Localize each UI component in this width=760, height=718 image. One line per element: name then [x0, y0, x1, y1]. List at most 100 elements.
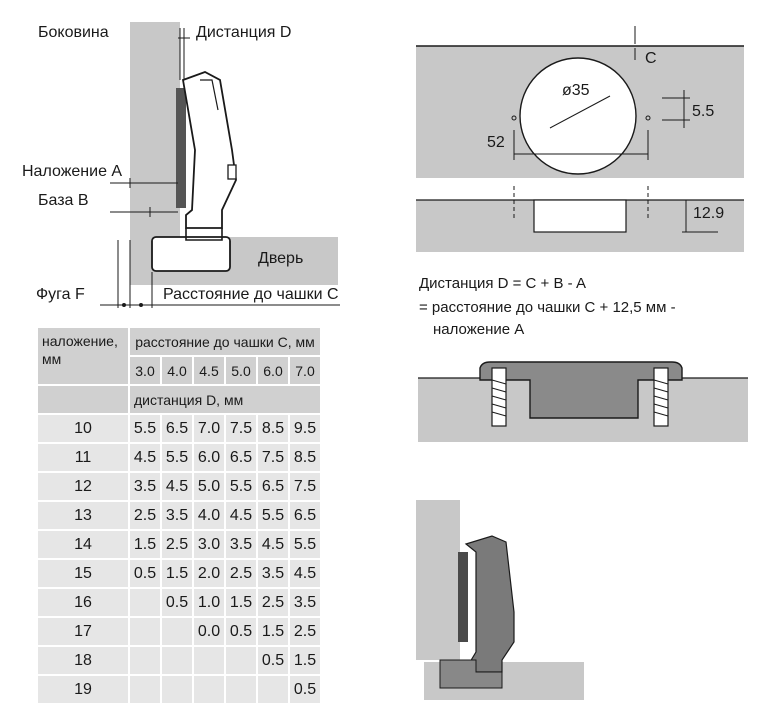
distance-value: 6.0: [194, 444, 224, 471]
overlay-value: 12: [38, 473, 128, 500]
distance-value: 5.5: [162, 444, 192, 471]
distance-value: 1.0: [194, 589, 224, 616]
label-door: Дверь: [258, 250, 304, 267]
distance-value: [194, 647, 224, 674]
distance-value: 6.5: [258, 473, 288, 500]
hinge-section-diagram: [100, 22, 340, 308]
distance-value: 2.5: [162, 531, 192, 558]
distance-value: 2.5: [258, 589, 288, 616]
distance-value: 4.5: [162, 473, 192, 500]
distance-value: 2.5: [226, 560, 256, 587]
distance-value: 6.5: [226, 444, 256, 471]
distance-value: 1.5: [290, 647, 320, 674]
overlay-value: 10: [38, 415, 128, 442]
distance-value: [130, 589, 160, 616]
distance-value: 6.5: [290, 502, 320, 529]
side-panel: [130, 22, 180, 237]
distance-value: 0.5: [290, 676, 320, 703]
screw-left-icon: [491, 367, 507, 427]
cup-body: [479, 361, 683, 419]
overlay-value: 17: [38, 618, 128, 645]
distance-value: [258, 676, 288, 703]
distance-value: 9.5: [290, 415, 320, 442]
distance-value: 3.5: [290, 589, 320, 616]
distance-value: 5.0: [194, 473, 224, 500]
hinge-cup: [151, 236, 231, 272]
distance-table: наложение, мм расстояние до чашки C, мм …: [36, 326, 322, 705]
distance-value: 1.5: [226, 589, 256, 616]
overlay-value: 15: [38, 560, 128, 587]
distance-value: 8.5: [290, 444, 320, 471]
dim-5-5: 5.5: [692, 103, 715, 120]
distance-value: 2.5: [130, 502, 160, 529]
distance-value: 2.5: [290, 618, 320, 645]
distance-value: 7.5: [226, 415, 256, 442]
distance-value: [194, 676, 224, 703]
overlay-value: 18: [38, 647, 128, 674]
distance-value: 4.5: [226, 502, 256, 529]
distance-value: [162, 647, 192, 674]
hinge-arm: [181, 71, 237, 229]
label-gap-f: Фуга F: [36, 286, 85, 303]
dim-c: C: [645, 50, 657, 67]
distance-value: 7.5: [258, 444, 288, 471]
column-header: 4.0: [162, 357, 192, 384]
distance-value: [162, 618, 192, 645]
distance-value: 8.5: [258, 415, 288, 442]
distance-value: [130, 647, 160, 674]
label-base-b: База B: [38, 192, 89, 209]
dim-12-9: 12.9: [693, 205, 725, 222]
column-header: 5.0: [226, 357, 256, 384]
overlay-value: 11: [38, 444, 128, 471]
distance-value: 0.5: [258, 647, 288, 674]
distance-value: 0.5: [130, 560, 160, 587]
column-header: 4.5: [194, 357, 224, 384]
formula-line-1: Дистанция D = C + B - A: [419, 275, 586, 292]
distance-value: 1.5: [162, 560, 192, 587]
distance-value: 3.5: [162, 502, 192, 529]
distance-value: 5.5: [130, 415, 160, 442]
hinge-body: [464, 535, 515, 673]
distance-value: 0.5: [162, 589, 192, 616]
distance-value: 1.5: [130, 531, 160, 558]
cup-distance-header: расстояние до чашки C, мм: [130, 328, 320, 355]
label-overlay-a: Наложение A: [22, 163, 123, 180]
label-bokovina: Боковина: [38, 24, 109, 41]
distance-value: [130, 676, 160, 703]
distance-header: дистанция D, мм: [130, 386, 320, 413]
label-cup-distance-c: Расстояние до чашки C: [163, 286, 339, 303]
distance-value: 5.5: [226, 473, 256, 500]
overlay-value: 14: [38, 531, 128, 558]
formula-line-3: наложение A: [433, 321, 525, 338]
label-distance-d: Дистанция D: [196, 24, 292, 41]
column-header: 3.0: [130, 357, 160, 384]
cup-bore: [519, 57, 637, 175]
distance-value: 0.5: [226, 618, 256, 645]
column-header: 6.0: [258, 357, 288, 384]
distance-value: 3.5: [258, 560, 288, 587]
mounted-hinge-diagram: [416, 500, 584, 700]
distance-value: [226, 676, 256, 703]
distance-value: 7.0: [194, 415, 224, 442]
distance-value: 5.5: [258, 502, 288, 529]
distance-value: [162, 676, 192, 703]
distance-value: [226, 647, 256, 674]
overlay-value: 13: [38, 502, 128, 529]
mounting-plate: [176, 88, 186, 208]
distance-value: 4.5: [258, 531, 288, 558]
drilling-plan-diagram: [416, 26, 744, 252]
cup-section-diagram: [418, 361, 748, 442]
distance-value: [130, 618, 160, 645]
column-header: 7.0: [290, 357, 320, 384]
